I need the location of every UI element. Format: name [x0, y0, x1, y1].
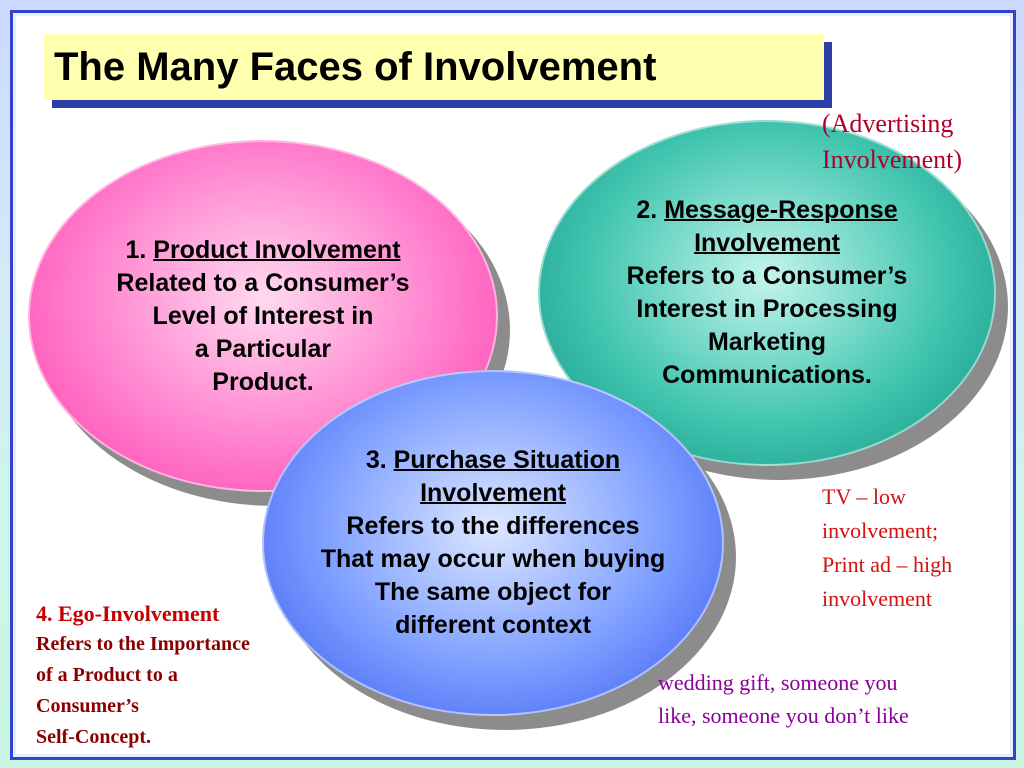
purchase-situation-ellipse: 3. Purchase Situation Involvement Refers… [262, 370, 724, 716]
purchase-line-3: The same object for [374, 578, 612, 606]
ego-title: 4. Ego-Involvement [36, 601, 220, 626]
message-number: 2. [636, 196, 658, 224]
purchase-heading-1: 3. Purchase Situation [366, 444, 620, 477]
tv-note-line-1: TV – low [822, 484, 906, 509]
message-title-1: Message-Response [664, 196, 898, 224]
tv-note-line-2: involvement; [822, 518, 939, 543]
product-title: Product Involvement [153, 235, 401, 264]
product-line-1: Related to a Consumer’s [116, 268, 410, 297]
purchase-number: 3. [365, 446, 387, 474]
purchase-line-2: That may occur when buying [320, 545, 666, 573]
wedding-note: wedding gift, someone you like, someone … [658, 666, 909, 732]
message-heading-2: Involvement [694, 227, 840, 260]
slide-title: The Many Faces of Involvement [44, 34, 824, 100]
advertising-note-line-2: Involvement) [822, 145, 963, 174]
purchase-line-4: different context [395, 611, 591, 639]
message-line-1: Refers to a Consumer’s [626, 262, 908, 290]
product-line-2: Level of Interest in [152, 301, 374, 330]
wedding-note-line-1: wedding gift, someone you [658, 670, 898, 695]
product-heading: 1. Product Involvement [125, 234, 400, 267]
ego-line-3: Consumer’s [36, 695, 139, 717]
message-heading-1: 2. Message-Response [636, 194, 897, 227]
ego-line-4: Self-Concept. [36, 726, 151, 748]
purchase-title-2: Involvement [420, 479, 566, 507]
advertising-note-line-1: (Advertising [822, 109, 954, 138]
advertising-note: (Advertising Involvement) [822, 106, 962, 178]
ego-line-2: of a Product to a [36, 664, 178, 686]
tv-note-line-4: involvement [822, 586, 932, 611]
message-line-4: Communications. [662, 361, 872, 389]
ego-involvement-note: 4. Ego-Involvement Refers to the Importa… [36, 598, 250, 753]
purchase-title-1: Purchase Situation [393, 446, 621, 474]
message-response-ellipse: 2. Message-Response Involvement Refers t… [538, 120, 996, 466]
wedding-note-line-2: like, someone you don’t like [658, 703, 909, 728]
message-line-3: Marketing [707, 328, 827, 356]
product-line-4: Product. [212, 367, 314, 396]
product-number: 1. [125, 235, 147, 264]
tv-note: TV – low involvement; Print ad – high in… [822, 480, 952, 616]
tv-note-line-3: Print ad – high [822, 552, 953, 577]
purchase-line-1: Refers to the differences [346, 512, 640, 540]
purchase-heading-2: Involvement [420, 477, 566, 510]
message-title-2: Involvement [694, 229, 840, 257]
product-line-3: a Particular [194, 334, 332, 363]
ego-line-1: Refers to the Importance [36, 633, 250, 655]
message-line-2: Interest in Processing [636, 295, 898, 323]
